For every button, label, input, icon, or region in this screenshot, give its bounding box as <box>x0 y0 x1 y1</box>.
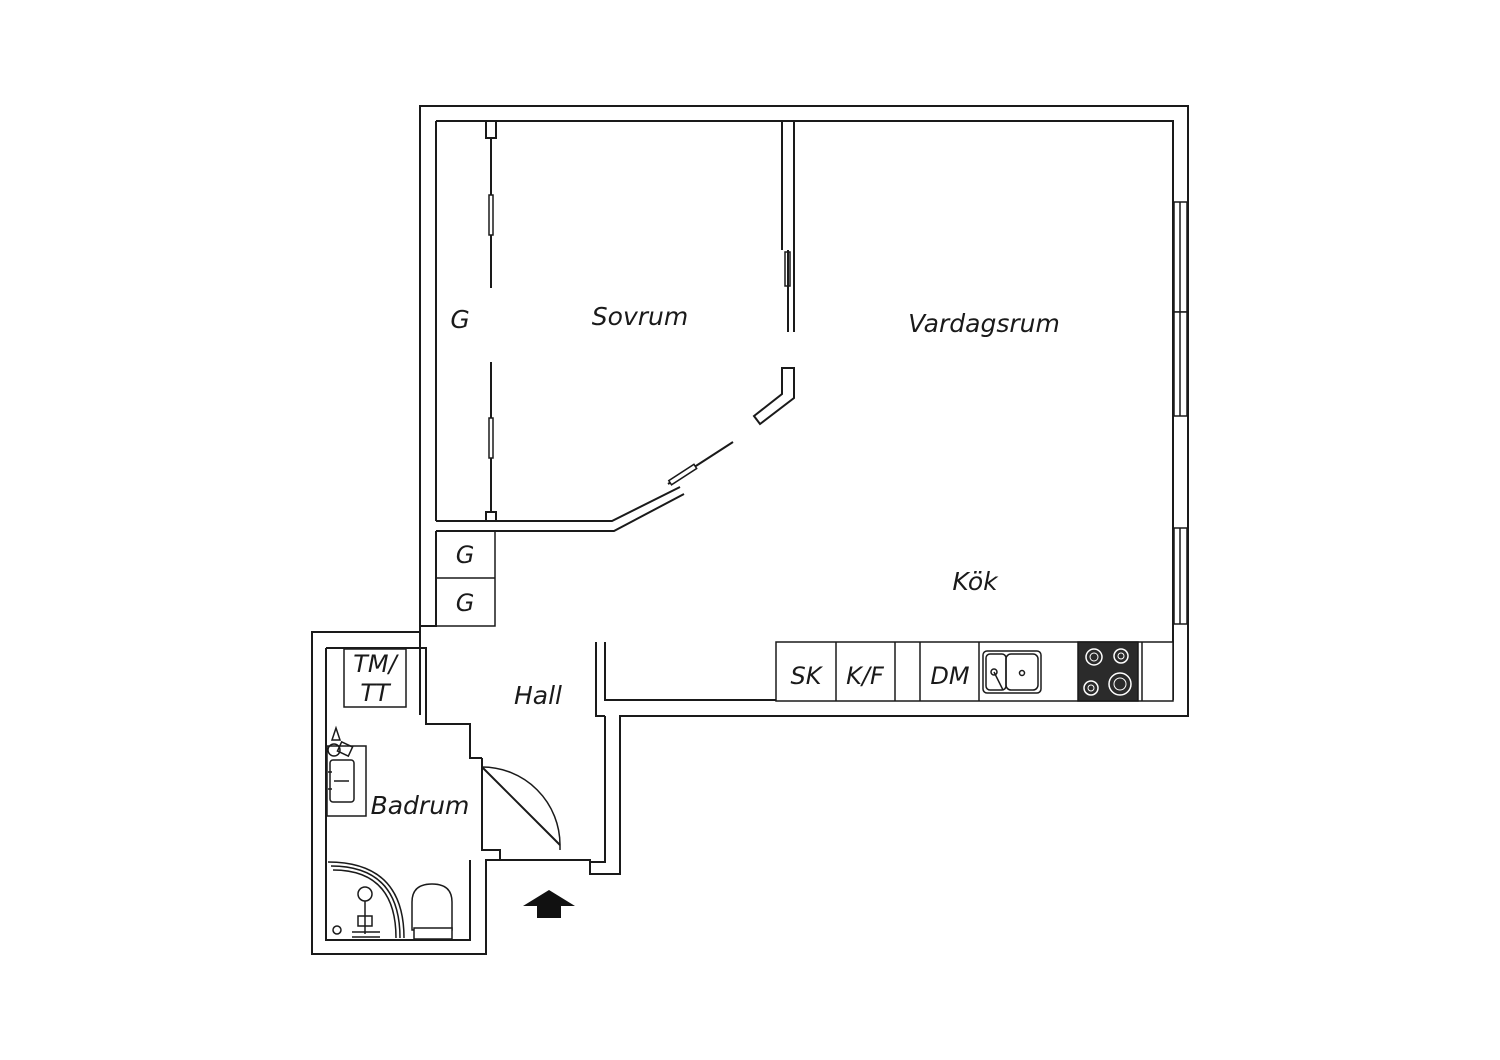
entrance-door <box>481 766 561 850</box>
closet-label: G <box>456 541 475 569</box>
washer-dryer: TM/ TT <box>343 648 407 708</box>
room-label-kok: Kök <box>952 567 999 596</box>
washbasin-icon <box>326 725 367 817</box>
fridge-label: SK <box>791 662 824 690</box>
entrance-arrow-icon <box>523 890 575 918</box>
outer-walls <box>311 105 1189 955</box>
shower-icon <box>327 861 405 939</box>
laundry-label-line2: TT <box>360 679 392 707</box>
toilet-icon <box>411 883 453 940</box>
windows <box>1173 201 1188 625</box>
hall-closets: G G <box>436 530 496 627</box>
room-label-badrum: Badrum <box>371 791 470 820</box>
laundry-label-line1: TM/ <box>353 650 399 678</box>
closet-label: G <box>456 589 475 617</box>
freezer-label: K/F <box>846 662 885 690</box>
room-label-hall: Hall <box>514 681 562 710</box>
dishwasher-label: DM <box>930 662 969 690</box>
room-label-bedroom-closet: G <box>450 305 469 334</box>
bedroom-walls <box>436 121 795 532</box>
room-label-vardagsrum: Vardagsrum <box>908 309 1060 338</box>
sink-icon <box>982 650 1042 694</box>
stove-icon <box>1077 641 1139 702</box>
room-label-sovrum: Sovrum <box>592 302 688 331</box>
